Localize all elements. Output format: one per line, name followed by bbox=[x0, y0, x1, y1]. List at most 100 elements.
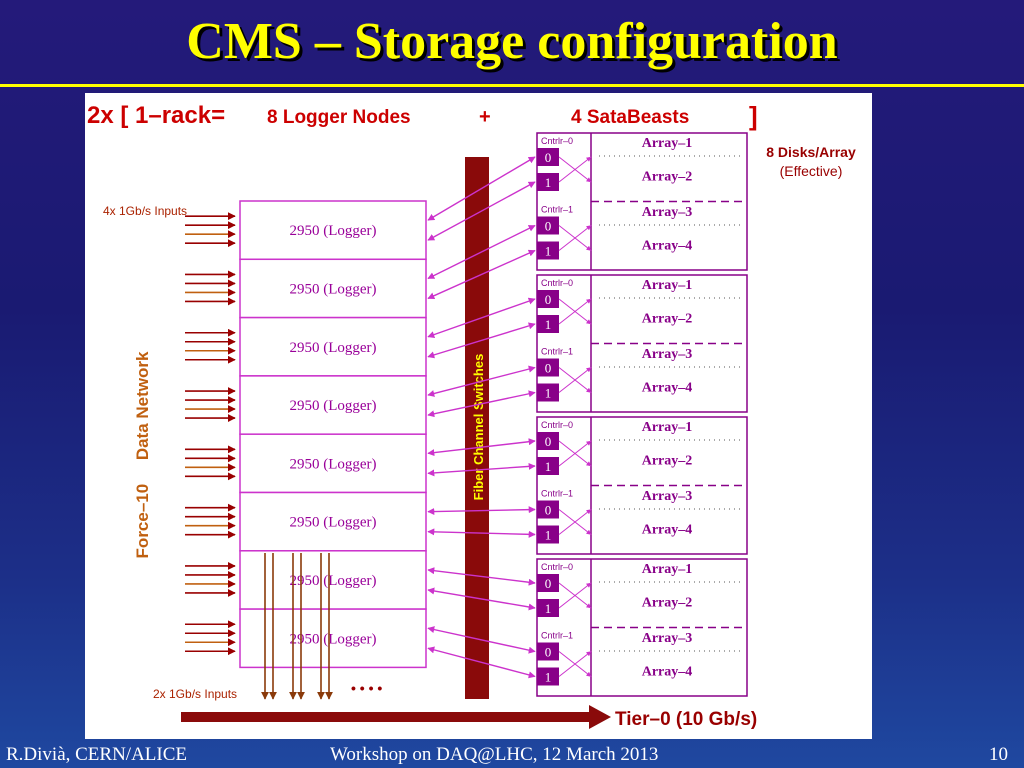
controller-port bbox=[537, 241, 559, 260]
fc-link-arrows bbox=[427, 156, 536, 679]
array-label: Array–3 bbox=[642, 489, 693, 504]
fc-link bbox=[427, 322, 536, 359]
logger-node-label: 2950 (Logger) bbox=[289, 340, 376, 356]
port-label: 1 bbox=[545, 459, 552, 474]
port-cross-link bbox=[558, 298, 592, 325]
port-label: 1 bbox=[545, 601, 552, 616]
controller-port bbox=[537, 315, 559, 333]
logger-input-arrows bbox=[185, 212, 236, 656]
port-label: 0 bbox=[545, 576, 552, 591]
controller-port bbox=[537, 667, 559, 686]
controller-label: Cntrlr–0 bbox=[541, 420, 573, 430]
array-label: Array–1 bbox=[642, 562, 693, 577]
header-logger-nodes: 8 Logger Nodes bbox=[267, 107, 411, 128]
logger-node-box bbox=[239, 608, 427, 669]
header-satabeasts: 4 SataBeasts bbox=[571, 107, 689, 128]
controller-port bbox=[537, 383, 559, 402]
fc-link bbox=[427, 390, 536, 418]
fc-link bbox=[427, 438, 536, 457]
output-down-arrows bbox=[261, 553, 333, 700]
diagram-header: 2x [ 1–rack= 8 Logger Nodes + 4 SataBeas… bbox=[87, 101, 758, 131]
controller-label: Cntrlr–1 bbox=[541, 205, 573, 215]
tier0-arrow-head bbox=[589, 705, 611, 729]
port-label: 1 bbox=[545, 386, 552, 401]
logger-node-box bbox=[239, 433, 427, 494]
array-label: Array–4 bbox=[642, 665, 693, 680]
array-label: Array–4 bbox=[642, 239, 693, 254]
port-cross-link bbox=[558, 651, 592, 677]
port-cross-link bbox=[558, 156, 592, 183]
port-label: 0 bbox=[545, 292, 552, 307]
controller-port bbox=[537, 574, 559, 592]
array-label: Array–1 bbox=[642, 278, 693, 293]
logger-node-label: 2950 (Logger) bbox=[289, 573, 376, 589]
inputs-top-label: 4x 1Gb/s Inputs bbox=[103, 204, 187, 218]
port-cross-link bbox=[558, 440, 592, 467]
controller-port bbox=[537, 599, 559, 617]
title-underline bbox=[0, 84, 1024, 87]
controller-port bbox=[537, 457, 559, 475]
array-label: Array–2 bbox=[642, 170, 693, 185]
controller-port bbox=[537, 290, 559, 308]
controller-port bbox=[537, 525, 559, 544]
header-close-bracket: ] bbox=[749, 101, 758, 131]
port-label: 0 bbox=[545, 645, 552, 660]
controller-port bbox=[537, 500, 559, 519]
array-label: Array–2 bbox=[642, 596, 693, 611]
port-label: 0 bbox=[545, 219, 552, 234]
inputs-bottom-label: 2x 1Gb/s Inputs bbox=[153, 687, 237, 701]
logger-node-label: 2950 (Logger) bbox=[289, 515, 376, 531]
logger-node-stack: 2950 (Logger) 2950 (Logger) 2950 (Logger) 2… bbox=[239, 200, 427, 669]
slide-title: CMS – Storage configuration bbox=[186, 13, 838, 70]
logger-node-label: 2950 (Logger) bbox=[289, 223, 376, 239]
port-label: 1 bbox=[545, 670, 552, 685]
tier0-label: Tier–0 (10 Gb/s) bbox=[615, 709, 757, 730]
port-label: 0 bbox=[545, 361, 552, 376]
port-label: 1 bbox=[545, 175, 552, 190]
logger-node-label: 2950 (Logger) bbox=[289, 456, 376, 472]
disks-effective-label: (Effective) bbox=[780, 163, 843, 179]
array-label: Array–3 bbox=[642, 205, 693, 220]
fc-link bbox=[427, 567, 536, 586]
controller-label: Cntrlr–0 bbox=[541, 136, 573, 146]
more-racks-ellipsis: • • • • bbox=[351, 680, 382, 696]
data-network-label: Force–10 Data Network bbox=[133, 351, 152, 558]
port-cross-link bbox=[558, 367, 592, 393]
controller-port bbox=[537, 173, 559, 191]
fc-link bbox=[427, 506, 536, 516]
array-label: Array–4 bbox=[642, 381, 693, 396]
footer-event: Workshop on DAQ@LHC, 12 March 2013 bbox=[330, 744, 659, 765]
controller-port bbox=[537, 148, 559, 166]
port-label: 0 bbox=[545, 434, 552, 449]
logger-node-box bbox=[239, 491, 427, 552]
fc-link bbox=[427, 646, 536, 679]
storage-diagram: 2x [ 1–rack= 8 Logger Nodes + 4 SataBeas… bbox=[87, 101, 856, 730]
logger-node-box bbox=[239, 375, 427, 435]
port-label: 1 bbox=[545, 528, 552, 543]
array-label: Array–3 bbox=[642, 347, 693, 362]
array-label: Array–3 bbox=[642, 631, 693, 646]
controller-port bbox=[537, 358, 559, 377]
array-label: Array–1 bbox=[642, 420, 693, 435]
page-number: 10 bbox=[989, 744, 1008, 765]
port-cross-link bbox=[558, 225, 592, 251]
logger-node-box bbox=[239, 316, 427, 377]
fc-link bbox=[427, 587, 536, 611]
port-label: 0 bbox=[545, 150, 552, 165]
header-plus: + bbox=[479, 106, 491, 128]
fc-link bbox=[427, 249, 536, 300]
array-label: Array–2 bbox=[642, 312, 693, 327]
disks-per-array-label: 8 Disks/Array bbox=[766, 144, 856, 160]
controller-label: Cntrlr–1 bbox=[541, 631, 573, 641]
port-cross-link bbox=[558, 509, 592, 535]
controller-label: Cntrlr–0 bbox=[541, 562, 573, 572]
fc-link bbox=[427, 528, 536, 538]
port-cross-link bbox=[558, 582, 592, 609]
port-label: 1 bbox=[545, 317, 552, 332]
controller-port bbox=[537, 216, 559, 235]
logger-node-label: 2950 (Logger) bbox=[289, 281, 376, 297]
diagram-panel: 2x [ 1–rack= 8 Logger Nodes + 4 SataBeas… bbox=[85, 93, 872, 739]
controller-port bbox=[537, 642, 559, 661]
fc-link bbox=[427, 462, 536, 477]
header-multiplier: 2x [ 1–rack= bbox=[87, 102, 225, 129]
